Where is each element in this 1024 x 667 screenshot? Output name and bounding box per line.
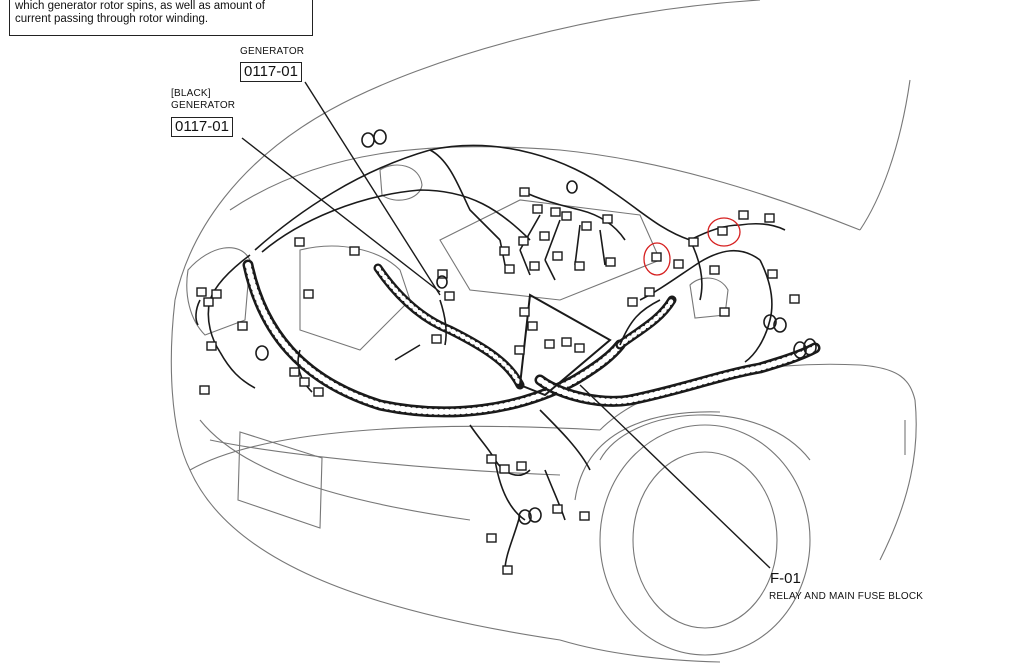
note-text-box: which generator rotor spins, as well as … xyxy=(9,0,313,36)
note-line-1: which generator rotor spins, as well as … xyxy=(15,0,265,12)
generator-black-color-label: [BLACK] xyxy=(171,88,211,99)
front-wheel xyxy=(574,411,811,656)
highlight-circle-right xyxy=(707,217,741,247)
headlight-and-grille xyxy=(186,247,561,529)
highlight-circle-left xyxy=(643,242,671,276)
generator-black-label: GENERATOR xyxy=(171,100,236,111)
grommets xyxy=(255,129,817,525)
car-body-outline xyxy=(170,0,917,663)
leader-lines xyxy=(241,81,771,569)
leader-line-fuse-block xyxy=(579,384,771,569)
leader-line-generator xyxy=(304,81,441,296)
connectors xyxy=(196,187,800,575)
generator-black-code-box: 0117-01 xyxy=(171,117,233,137)
generator-label: GENERATOR xyxy=(240,46,305,57)
main-harness xyxy=(242,259,821,418)
leader-line-generator-black xyxy=(241,137,441,293)
generator-code-box: 0117-01 xyxy=(240,62,302,82)
note-line-2: current passing through rotor winding. xyxy=(15,13,209,25)
fuse-block-code: F-01 xyxy=(770,570,801,587)
fuse-block-description: RELAY AND MAIN FUSE BLOCK xyxy=(769,591,924,602)
highlight-marks xyxy=(643,217,741,276)
